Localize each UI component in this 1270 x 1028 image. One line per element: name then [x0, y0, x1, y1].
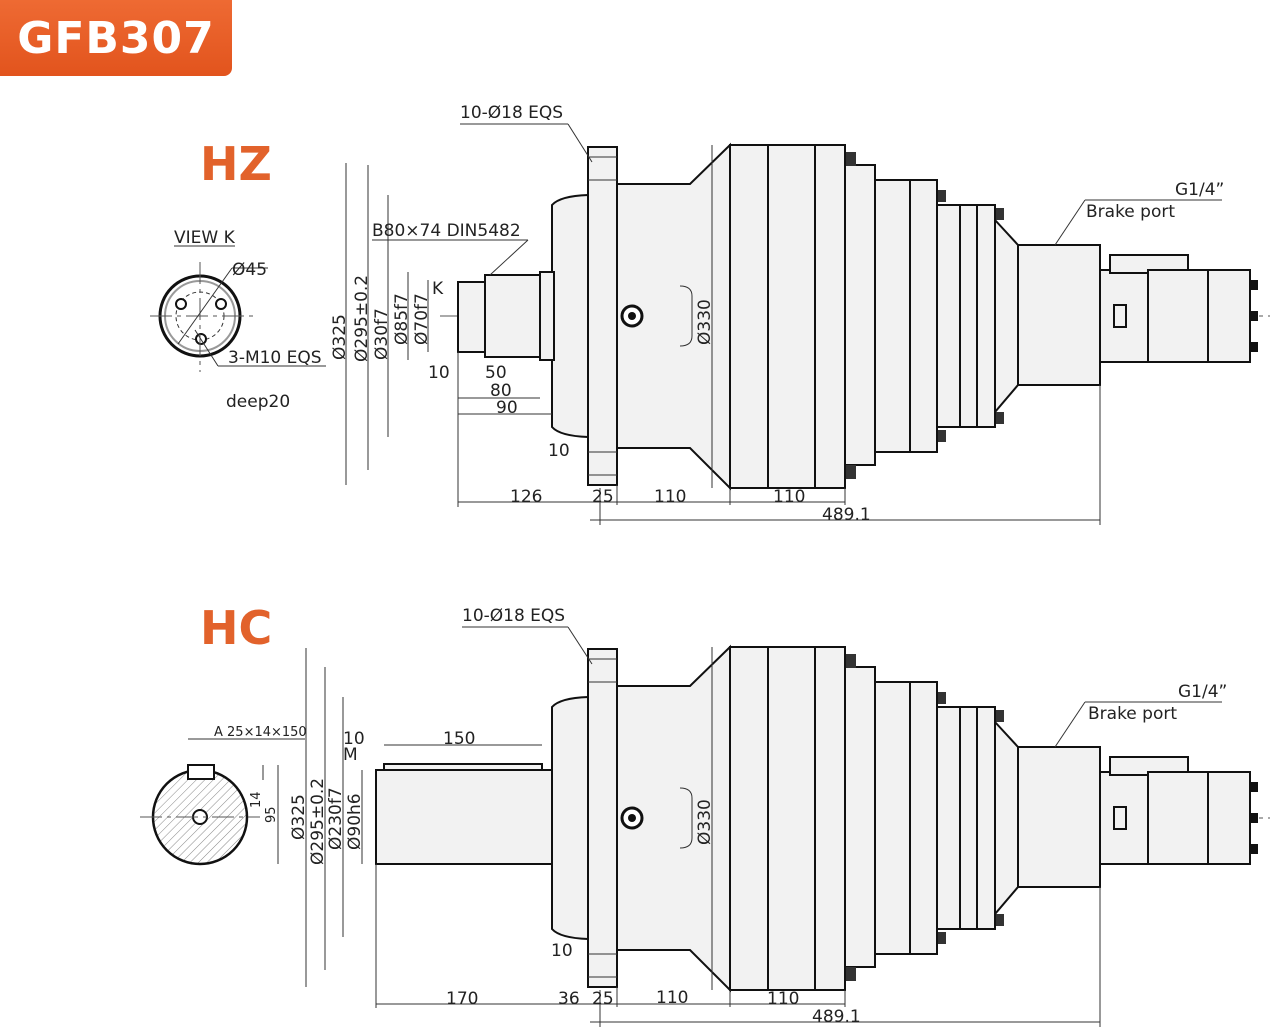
hc-dim-10m: 10 — [343, 729, 365, 749]
hc-dim-36: 36 — [558, 989, 580, 1009]
hz-tap-label: 3-M10 EQS — [228, 348, 322, 368]
hc-dim-170: 170 — [446, 989, 478, 1009]
hc-dim-95: 95 — [264, 806, 279, 823]
hz-dim-25: 25 — [592, 487, 614, 507]
hc-dim-90h6: Ø90h6 — [345, 793, 365, 850]
hz-dim-30f7: Ø30f7 — [372, 308, 392, 360]
hz-view: HZ 10-Ø18 EQS B80×74 DIN5482 VIEW K Ø45 … — [150, 103, 1270, 527]
hz-dim-126: 126 — [510, 487, 542, 507]
hz-title: HZ — [200, 137, 272, 191]
hz-dim-325: Ø325 — [330, 314, 350, 360]
hz-dim-10a: 10 — [428, 363, 450, 383]
hc-view: HC 10-Ø18 EQS A 25×14×150 14 95 10 M 150… — [140, 601, 1270, 1028]
hc-key-label: A 25×14×150 — [214, 725, 307, 740]
hz-dim-70f7: Ø70f7 — [412, 293, 432, 345]
hc-dim-150: 150 — [443, 729, 475, 749]
hc-dim-25: 25 — [592, 989, 614, 1009]
hz-dim-10b: 10 — [548, 441, 570, 461]
hz-dim-489: 489.1 — [822, 505, 871, 525]
hz-g14-label: G1/4” — [1175, 180, 1224, 200]
hc-dim-489: 489.1 — [812, 1007, 861, 1027]
hc-dim-330: Ø330 — [695, 799, 715, 845]
hz-dia45-label: Ø45 — [232, 260, 267, 280]
hc-dim-230f7: Ø230f7 — [326, 787, 346, 850]
hc-dim-325: Ø325 — [289, 794, 309, 840]
model-badge: GFB307 — [0, 0, 232, 76]
hc-dim-110b: 110 — [767, 989, 799, 1009]
hz-dim-330: Ø330 — [695, 299, 715, 345]
hz-k-label: K — [432, 279, 444, 299]
hz-deep-label: deep20 — [226, 392, 290, 412]
hz-brake-port-label: Brake port — [1086, 202, 1175, 222]
hc-dim-110a: 110 — [656, 988, 688, 1008]
hc-dim-295: Ø295±0.2 — [308, 778, 328, 865]
hc-brake-port-label: Brake port — [1088, 704, 1177, 724]
hz-view-k-label: VIEW K — [174, 228, 236, 248]
hz-dim-110a: 110 — [654, 487, 686, 507]
hz-dim-110b: 110 — [773, 487, 805, 507]
hz-dim-295: Ø295±0.2 — [352, 275, 372, 362]
hz-spline-label: B80×74 DIN5482 — [372, 221, 521, 241]
hc-m-label: M — [343, 745, 358, 765]
hz-dim-80: 80 — [490, 381, 512, 401]
hz-dim-90: 90 — [496, 398, 518, 418]
hc-holes-label: 10-Ø18 EQS — [462, 606, 565, 626]
hz-holes-label: 10-Ø18 EQS — [460, 103, 563, 123]
hc-dim-10b: 10 — [551, 941, 573, 961]
hz-dim-50: 50 — [485, 363, 507, 383]
hz-dim-85f7: Ø85f7 — [392, 293, 412, 345]
hc-title: HC — [200, 601, 272, 655]
hc-dim-14: 14 — [249, 791, 264, 808]
hc-g14-label: G1/4” — [1178, 682, 1227, 702]
